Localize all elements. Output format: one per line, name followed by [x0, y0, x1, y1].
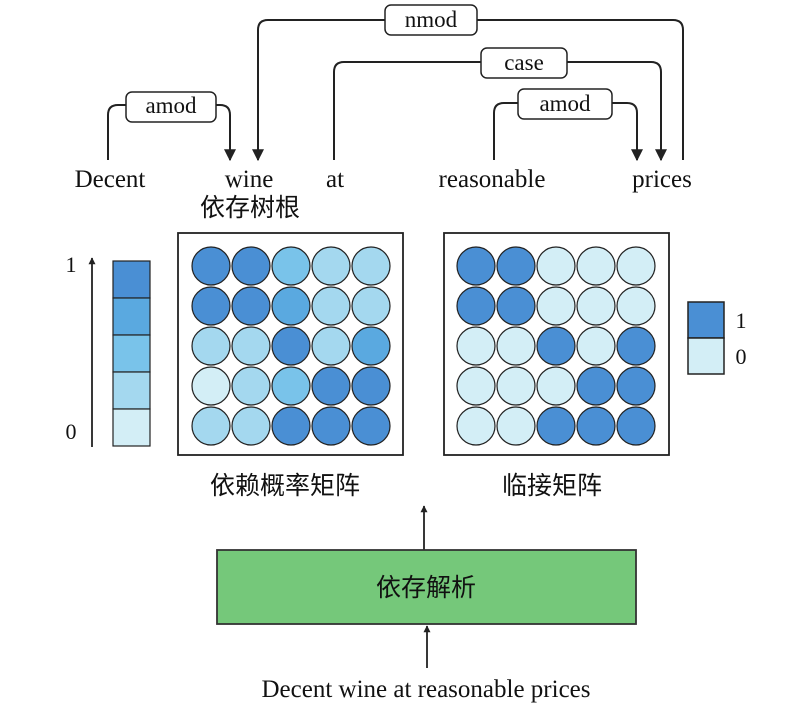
adj-cell	[456, 406, 496, 446]
word-reasonable: reasonable	[439, 166, 546, 193]
relation-label-box	[517, 88, 613, 120]
word-prices: prices	[632, 166, 692, 193]
parser-label: 依存解析	[376, 573, 476, 602]
adj-cell	[536, 326, 576, 366]
prob-cell	[311, 286, 351, 326]
relation-label-amod-1: amod	[145, 93, 197, 118]
adj-cell	[616, 246, 656, 286]
adj-matrix-caption: 临接矩阵	[502, 471, 602, 500]
prob-matrix-caption: 依赖概率矩阵	[210, 471, 360, 500]
adj-cell	[576, 326, 616, 366]
adj-cell	[616, 366, 656, 406]
prob-cell	[351, 246, 391, 286]
scale-swatch	[112, 260, 151, 299]
adj-cell	[576, 246, 616, 286]
scale-min-label: 0	[66, 419, 77, 444]
word-at: at	[326, 166, 344, 193]
adj-cell	[576, 286, 616, 326]
prob-cell	[231, 286, 271, 326]
adj-cell	[616, 406, 656, 446]
input-sentence: Decent wine at reasonable prices	[261, 676, 590, 703]
adj-cell	[536, 286, 576, 326]
adj-cell	[616, 326, 656, 366]
root-label: 依存树根	[200, 193, 300, 222]
prob-cell	[191, 286, 231, 326]
prob-cell	[311, 406, 351, 446]
prob-cell	[351, 326, 391, 366]
prob-cell	[271, 366, 311, 406]
prob-cell	[311, 366, 351, 406]
scale-swatch	[112, 334, 151, 373]
scale-swatch	[112, 408, 151, 447]
relation-label-case: case	[504, 50, 544, 75]
prob-cell	[191, 326, 231, 366]
legend-label-0: 0	[736, 344, 747, 369]
adj-cell	[576, 406, 616, 446]
scale-max-label: 1	[66, 252, 77, 277]
parser-box	[216, 549, 637, 625]
prob-cell	[231, 366, 271, 406]
adj-cell	[456, 366, 496, 406]
adj-cell	[536, 406, 576, 446]
arc-nmod-prices-wine	[252, 19, 684, 162]
prob-cell	[191, 406, 231, 446]
adj-cell	[456, 326, 496, 366]
prob-cell	[311, 246, 351, 286]
word-decent: Decent	[75, 166, 146, 193]
scale-swatch	[112, 297, 151, 336]
scale-swatch	[112, 371, 151, 410]
prob-cell	[231, 246, 271, 286]
adj-cell	[456, 286, 496, 326]
prob-cell	[231, 406, 271, 446]
relation-label-box	[384, 4, 478, 36]
prob-cell	[271, 406, 311, 446]
adj-cell	[496, 246, 536, 286]
adj-cell	[456, 246, 496, 286]
color-scale: 1 0	[66, 252, 151, 447]
prob-cell	[191, 366, 231, 406]
relation-labels: amod nmod case amod	[125, 4, 613, 123]
relation-label-box	[125, 91, 217, 123]
adj-cell	[496, 366, 536, 406]
adj-cell	[496, 326, 536, 366]
prob-cell	[271, 246, 311, 286]
adj-cell	[616, 286, 656, 326]
word-wine: wine	[225, 166, 274, 193]
prob-cell	[191, 246, 231, 286]
prob-cell	[271, 326, 311, 366]
adj-cell	[496, 286, 536, 326]
prob-cell	[351, 286, 391, 326]
relation-label-nmod: nmod	[405, 7, 458, 32]
adj-cell	[496, 406, 536, 446]
prob-cell	[351, 406, 391, 446]
legend-swatch-1	[687, 301, 725, 339]
adj-cell	[536, 246, 576, 286]
adj-matrix-cells	[456, 246, 656, 446]
prob-cell	[231, 326, 271, 366]
prob-cell	[351, 366, 391, 406]
adj-cell	[576, 366, 616, 406]
relation-label-box	[480, 47, 568, 79]
adj-cell	[536, 366, 576, 406]
scale-swatches	[112, 260, 151, 447]
sentence-words: Decent wine at reasonable prices	[75, 166, 692, 193]
legend-label-1: 1	[736, 308, 747, 333]
relation-label-amod-2: amod	[539, 91, 591, 116]
prob-cell	[311, 326, 351, 366]
prob-cell	[271, 286, 311, 326]
legend-swatch-0	[687, 337, 725, 375]
binary-legend: 1 0	[687, 301, 747, 375]
prob-matrix-cells	[191, 246, 391, 446]
